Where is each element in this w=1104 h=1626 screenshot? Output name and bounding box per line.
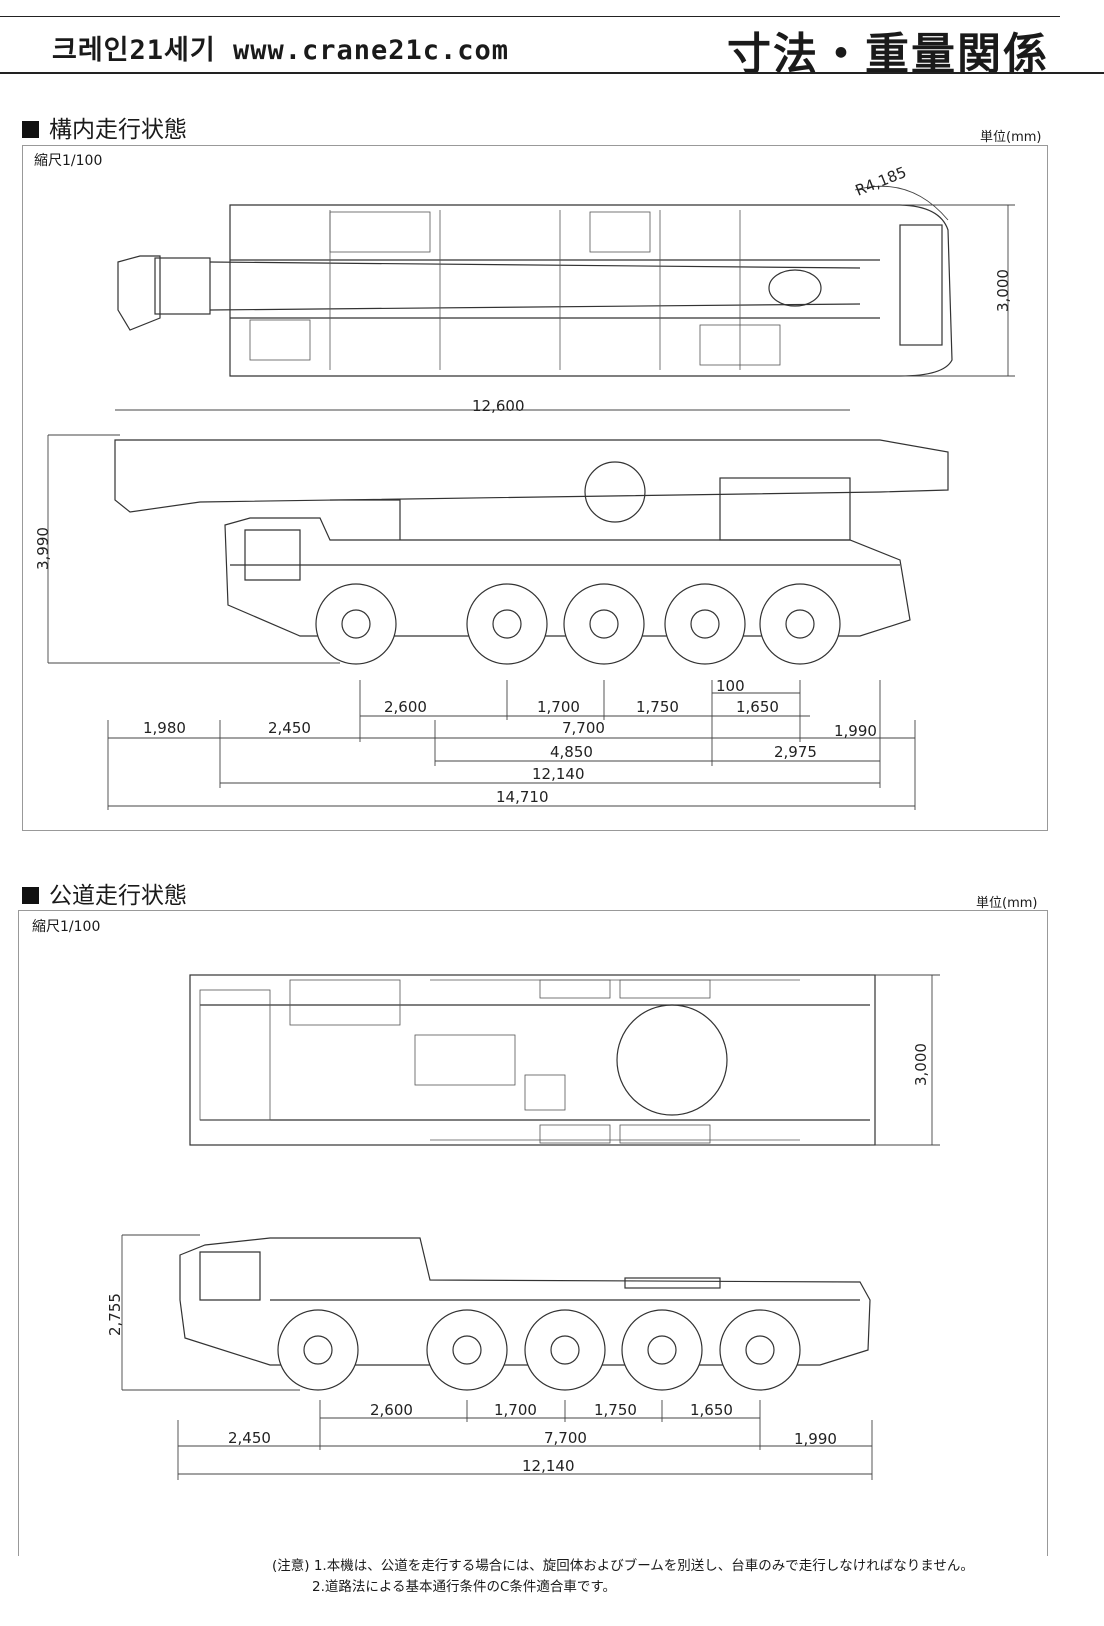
dim-plan-width-2: 3,000	[912, 1043, 930, 1086]
dim-100: 100	[716, 677, 745, 695]
section2-unit: 単位(mm)	[976, 896, 1038, 911]
section1-title: 構内走行状態	[49, 117, 187, 143]
plan-view-dimensions-2	[870, 974, 940, 1146]
section2-heading: 公道走行状態	[22, 876, 187, 910]
header-top-rule	[0, 16, 1060, 17]
dim-2450: 2,450	[268, 719, 311, 737]
section1-unit: 単位(mm)	[980, 130, 1042, 145]
section2-title: 公道走行状態	[49, 883, 187, 909]
dim-7700: 7,700	[562, 719, 605, 737]
side-view-carrier	[179, 1237, 871, 1391]
plan-view-carrier	[189, 974, 876, 1146]
dim-1700: 1,700	[537, 698, 580, 716]
dim2-7700: 7,700	[544, 1429, 587, 1447]
dim2-2600: 2,600	[370, 1401, 413, 1419]
square-bullet-icon	[22, 887, 39, 904]
dim-2600: 2,600	[384, 698, 427, 716]
note-line-2: 2.道路法による基本通行条件のC条件適合車です。	[312, 1579, 617, 1595]
section2-scale: 縮尺1/100	[32, 919, 101, 935]
dim2-1650: 1,650	[690, 1401, 733, 1419]
dim2-12140: 12,140	[522, 1457, 575, 1475]
dim-1750: 1,750	[636, 698, 679, 716]
dim-12140: 12,140	[532, 765, 585, 783]
site-name: 크레인21세기 www.crane21c.com	[52, 35, 510, 66]
plan-view-dimensions	[854, 185, 1015, 377]
dim-plan-width: 3,000	[994, 269, 1012, 312]
dim-2975: 2,975	[774, 743, 817, 761]
dim-4850: 4,850	[550, 743, 593, 761]
dim-1650: 1,650	[736, 698, 779, 716]
section1-scale: 縮尺1/100	[34, 153, 103, 169]
section1-drawing-panel	[22, 145, 1048, 831]
dim2-2450: 2,450	[228, 1429, 271, 1447]
dim-14710: 14,710	[496, 788, 549, 806]
dim2-1990: 1,990	[794, 1430, 837, 1448]
page-title: 寸法・重量関係	[727, 29, 1049, 80]
header-bottom-rule	[0, 72, 1104, 74]
plan-view-crane	[117, 204, 953, 377]
section1-heading: 構内走行状態	[22, 110, 187, 144]
note-line-1: (注意) 1.本機は、公道を走行する場合には、旋回体およびブームを別送し、台車の…	[272, 1558, 974, 1574]
dim-boom-length: 12,600	[472, 397, 525, 415]
dim-height: 3,990	[34, 527, 52, 570]
side-view-dimensions	[47, 409, 916, 810]
notes: (注意) 1.本機は、公道を走行する場合には、旋回体およびブームを別送し、台車の…	[272, 1556, 974, 1598]
side-view-crane	[114, 439, 949, 665]
dim-height-2: 2,755	[106, 1293, 124, 1336]
section2-drawing-panel	[18, 910, 1048, 1556]
dim2-1750: 1,750	[594, 1401, 637, 1419]
side-view-dimensions-2	[121, 1234, 873, 1480]
dim-1980: 1,980	[143, 719, 186, 737]
dim2-1700: 1,700	[494, 1401, 537, 1419]
square-bullet-icon	[22, 121, 39, 138]
dim-1990: 1,990	[834, 722, 877, 740]
